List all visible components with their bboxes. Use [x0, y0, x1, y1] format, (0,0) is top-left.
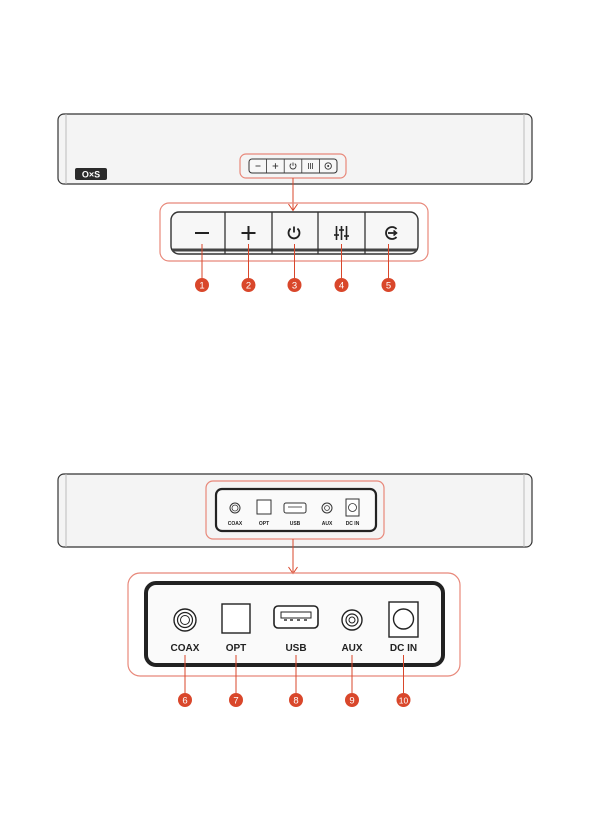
svg-text:6: 6 [182, 696, 187, 707]
aux-label: AUX [341, 643, 362, 654]
svg-text:5: 5 [386, 281, 391, 292]
callout-number-8: 8 [289, 693, 303, 707]
dc-in-label: DC IN [390, 643, 417, 654]
usb-port[interactable] [274, 606, 318, 628]
callout-number-1: 1 [195, 278, 209, 292]
strip-opt-port [257, 500, 271, 514]
strip-dc-port [346, 499, 359, 516]
callout-number-10: 10 [397, 693, 411, 707]
svg-text:7: 7 [233, 696, 238, 707]
svg-text:2: 2 [246, 281, 251, 292]
callout-number-4: 4 [335, 278, 349, 292]
strip-usb-label: USB [290, 521, 301, 527]
strip-opt-label: OPT [259, 521, 269, 527]
svg-text:4: 4 [339, 281, 344, 292]
svg-text:9: 9 [349, 696, 354, 707]
soundbar-top-view: O×S [58, 114, 532, 292]
opt-port[interactable] [222, 604, 250, 633]
strip-dc-label: DC IN [346, 521, 360, 527]
svg-text:10: 10 [399, 696, 409, 706]
strip-coax-label: COAX [228, 521, 243, 527]
button-strip [249, 159, 337, 173]
dc-in-port[interactable] [389, 602, 418, 637]
eq-button[interactable] [334, 226, 349, 240]
equalizer-icon [334, 226, 349, 240]
strip-usb-port [284, 503, 306, 513]
callout-number-5: 5 [382, 278, 396, 292]
svg-text:1: 1 [199, 281, 204, 292]
svg-text:3: 3 [292, 281, 297, 292]
strip-aux-label: AUX [322, 521, 333, 527]
usb-label: USB [285, 643, 306, 654]
brand-logo: O×S [75, 168, 107, 180]
svg-text:8: 8 [293, 696, 298, 707]
callout-number-9: 9 [345, 693, 359, 707]
callout-number-6: 6 [178, 693, 192, 707]
aux-port[interactable] [342, 610, 362, 630]
coax-port[interactable] [174, 609, 196, 631]
callout-number-2: 2 [242, 278, 256, 292]
coax-label: COAX [171, 643, 200, 654]
soundbar-rear-view: COAX OPT USB AUX DC IN [58, 474, 532, 707]
opt-label: OPT [226, 643, 247, 654]
callout-number-7: 7 [229, 693, 243, 707]
svg-text:O×S: O×S [82, 170, 100, 180]
callout-number-3: 3 [288, 278, 302, 292]
